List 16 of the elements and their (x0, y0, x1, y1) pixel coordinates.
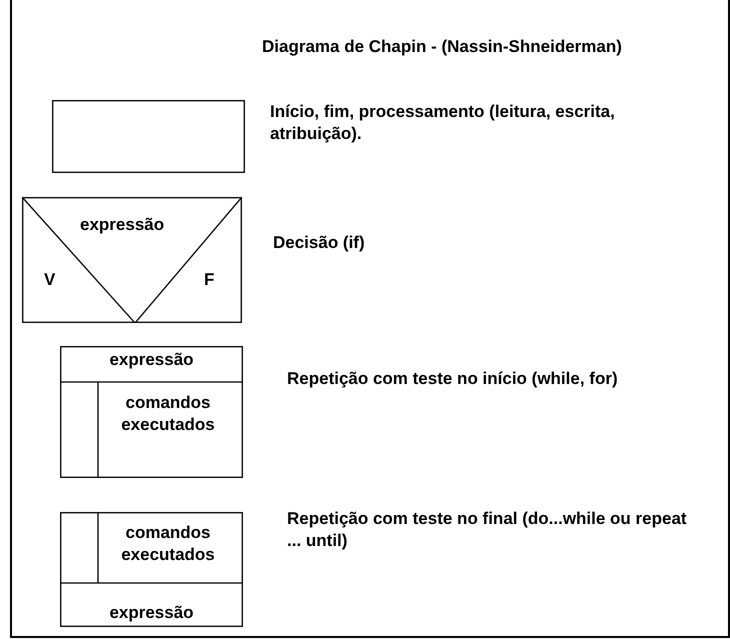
branch-label: V (44, 269, 56, 291)
symbol-text: expressão (108, 602, 195, 624)
decision-block (22, 197, 242, 323)
symbol-text: expressão (80, 214, 164, 236)
description-text: Decisão (if) (273, 232, 366, 254)
symbol-text: comandos executados (120, 522, 216, 566)
posttest-loop-block (60, 512, 243, 627)
description-text: Início, fim, processamento (leitura, escrita, atribuição). (270, 101, 616, 145)
process-box (52, 100, 245, 173)
pretest-loop-block (60, 346, 243, 478)
diagram-title: Diagrama de Chapin - (Nassin-Shneiderman) (262, 36, 622, 58)
description-text: Repetição com teste no final (do...while ou repeat ... until) (287, 508, 688, 552)
branch-label: F (204, 269, 214, 291)
symbol-text: expressão (108, 349, 195, 371)
symbol-text: comandos executados (120, 392, 216, 436)
description-text: Repetição com teste no início (while, for) (287, 368, 619, 390)
